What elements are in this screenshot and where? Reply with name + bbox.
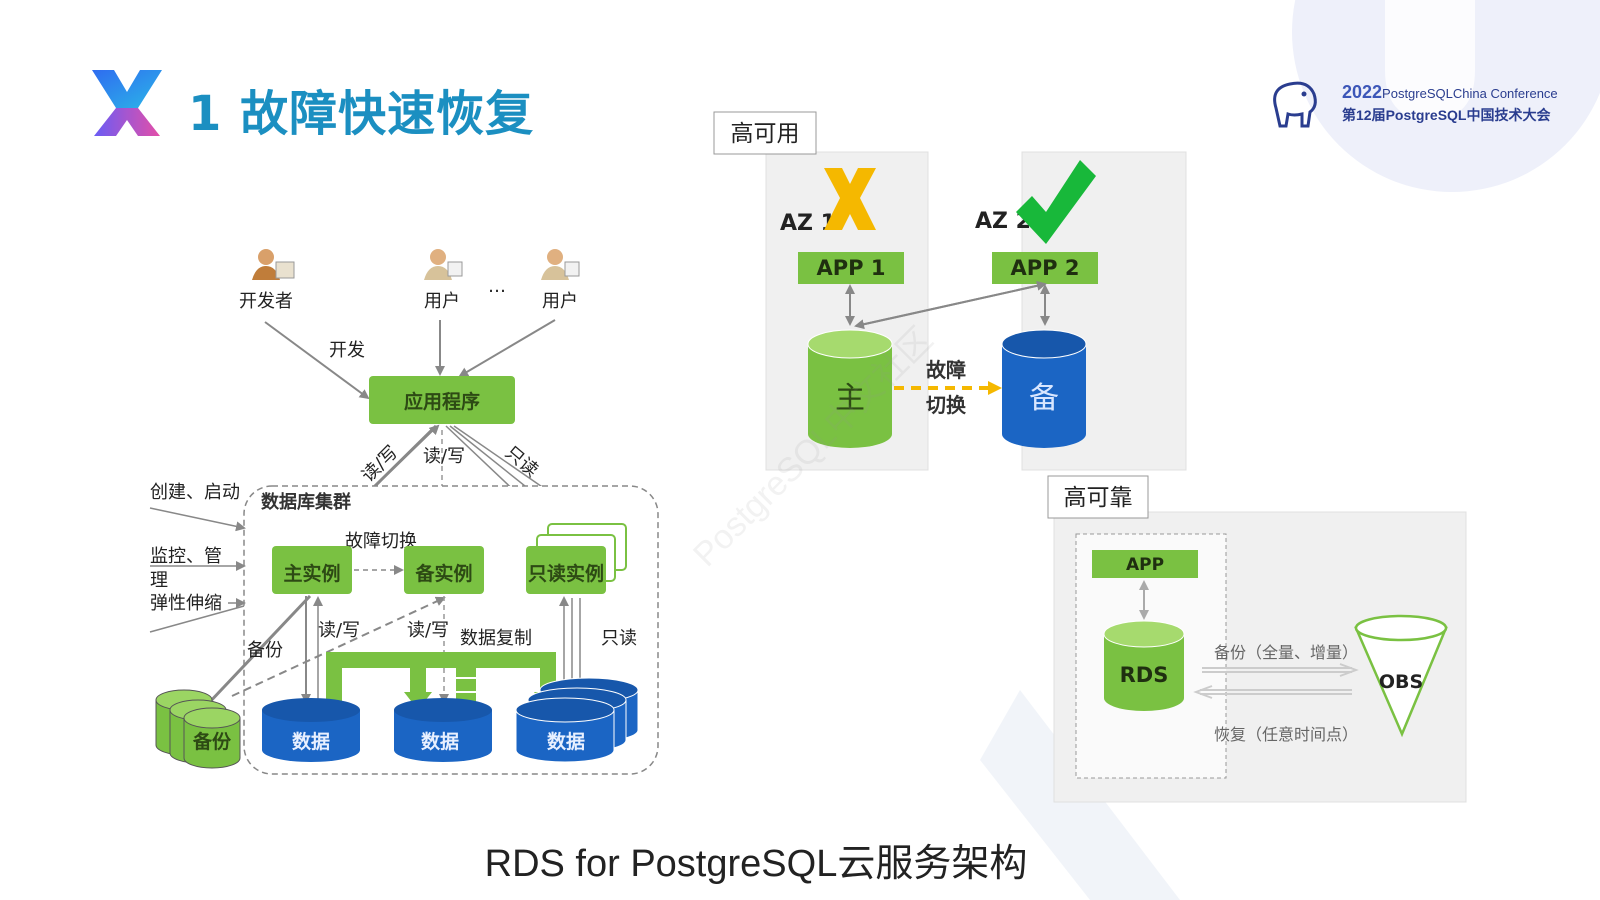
app2-label: APP 2 bbox=[1011, 256, 1080, 280]
user1-icon bbox=[424, 249, 463, 280]
data-cylinder-3 bbox=[515, 677, 639, 763]
switch-label-2: 切换 bbox=[926, 393, 967, 417]
user1-label: 用户 bbox=[424, 291, 460, 312]
develop-edge-label: 开发 bbox=[329, 340, 365, 361]
data-cylinder-1 bbox=[262, 698, 360, 762]
data-cylinder-2 bbox=[394, 698, 492, 762]
x-logo-icon bbox=[92, 70, 162, 136]
conference-logo: 2022PostgreSQLChina Conference 第12届Postg… bbox=[1342, 82, 1558, 125]
primary-instance-label: 主实例 bbox=[283, 562, 340, 585]
app2-box bbox=[992, 252, 1098, 284]
rw-lower-label1: 读/写 bbox=[318, 620, 360, 641]
application-label: 应用程序 bbox=[404, 390, 480, 413]
obs-cone bbox=[1354, 614, 1448, 738]
readonly-lower-label: 只读 bbox=[601, 628, 637, 649]
high-reliability-panel: 高可靠 APP RDS OBS 备份（全量、增量） 恢复（任意时间点） bbox=[1047, 475, 1467, 803]
developer-label: 开发者 bbox=[239, 291, 293, 312]
hr-app-box bbox=[1092, 550, 1198, 578]
create-start-label: 创建、启动 bbox=[150, 482, 240, 503]
rw-lower-label2: 读/写 bbox=[407, 620, 449, 641]
caption: RDS for PostgreSQL云服务架构 bbox=[484, 843, 1028, 885]
readonly-edge-label: 只读 bbox=[501, 442, 542, 481]
standby-instance-label: 备实例 bbox=[414, 562, 472, 585]
success-check-icon bbox=[1016, 160, 1096, 244]
user2-icon bbox=[541, 249, 580, 280]
data-label-1: 数据 bbox=[292, 730, 330, 753]
obs-label: OBS bbox=[1379, 671, 1423, 693]
hr-app-label: APP bbox=[1126, 555, 1164, 575]
conference-name: PostgreSQLChina Conference bbox=[1382, 86, 1558, 101]
application-box bbox=[369, 376, 515, 424]
az1-label: AZ 1 bbox=[780, 211, 836, 236]
backup-storage-label: 备份 bbox=[192, 730, 232, 753]
ha-standby-cylinder bbox=[1001, 329, 1087, 448]
rds-label: RDS bbox=[1120, 663, 1169, 687]
primary-instance-box bbox=[272, 546, 352, 594]
cluster-label: 数据库集群 bbox=[261, 491, 351, 513]
conference-subtitle: 第12届PostgreSQL中国技术大会 bbox=[1342, 107, 1551, 123]
user2-label: 用户 bbox=[542, 291, 578, 312]
backup-text: 备份（全量、增量） bbox=[1214, 643, 1358, 662]
readonly-instance-label: 只读实例 bbox=[528, 562, 604, 585]
ha-label-box bbox=[713, 111, 817, 155]
ha-standby-label: 备 bbox=[1029, 381, 1059, 416]
restore-text: 恢复（任意时间点） bbox=[1214, 725, 1358, 744]
ha-label: 高可用 bbox=[731, 121, 800, 147]
primary-to-backup-line bbox=[204, 594, 312, 708]
high-availability-panel: 高可用 AZ 1 AZ 2 APP 1 APP 2 主 备 故障 切换 bbox=[713, 111, 1187, 471]
left-architecture-diagram: 开发者 用户 … 用户 开发 应用程序 读/写 读/写 只读 数据库集群 创建、… bbox=[149, 249, 659, 775]
hr-label-box bbox=[1047, 475, 1149, 519]
dev-to-app-arrow bbox=[264, 321, 370, 400]
ellipsis: … bbox=[488, 276, 506, 297]
monitor-label-2: 理 bbox=[150, 570, 168, 591]
replication-pipe bbox=[326, 652, 556, 708]
backup-edge-label: 备份 bbox=[247, 640, 283, 661]
data-label-3: 数据 bbox=[547, 730, 585, 753]
ha-primary-cylinder bbox=[807, 329, 893, 448]
monitor-label-1: 监控、管 bbox=[150, 546, 222, 567]
failure-x-icon bbox=[824, 168, 876, 230]
elephant-logo-icon bbox=[1273, 81, 1317, 128]
conference-year: 2022 bbox=[1342, 82, 1383, 102]
developer-icon bbox=[252, 249, 295, 280]
switch-label-1: 故障 bbox=[926, 358, 966, 382]
readonly-instance-box bbox=[526, 546, 606, 594]
rds-cylinder bbox=[1103, 620, 1185, 711]
app1-label: APP 1 bbox=[817, 256, 886, 280]
replication-label: 数据复制 bbox=[460, 628, 532, 649]
scale-label: 弹性伸缩 bbox=[150, 593, 222, 614]
failover-label: 故障切换 bbox=[345, 531, 417, 552]
hr-label: 高可靠 bbox=[1064, 485, 1133, 511]
data-label-2: 数据 bbox=[421, 730, 459, 753]
ha-primary-label: 主 bbox=[835, 381, 865, 416]
user2-to-app-arrow bbox=[458, 319, 556, 378]
backup-storage-cylinders bbox=[155, 689, 241, 769]
page-title: 1 故障快速恢复 bbox=[188, 86, 535, 142]
standby-instance-box bbox=[404, 546, 484, 594]
rw-edge-label2: 读/写 bbox=[423, 446, 465, 467]
app1-box bbox=[798, 252, 904, 284]
